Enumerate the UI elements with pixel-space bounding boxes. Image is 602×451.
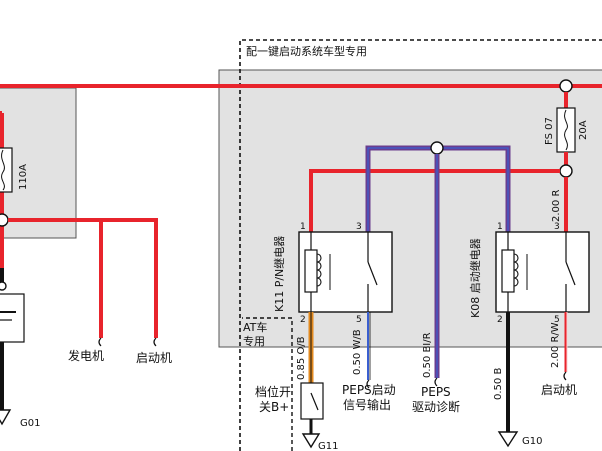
generator-label: 发电机 [68,348,104,363]
bus-splice [559,79,573,93]
section-title: 配一键启动系统车型专用 [246,44,367,58]
k08-coil-winding [513,253,519,287]
wire-to-starter-left [101,218,158,338]
peps-diag-terminal [434,377,438,387]
battery-terminal [0,281,7,291]
ground-g10-icon [497,431,519,448]
wire-label-2-00-rw: 2.00 R/W [550,322,561,368]
starter-right-label: 启动机 [541,383,577,397]
battery-box [0,293,25,343]
fuse-fs07-name: FS 07 [544,117,555,145]
relay-k11-pin3: 3 [356,222,362,232]
ground-g10-label: G10 [522,436,542,447]
relay-k08-name: K08 启动继电器 [469,238,482,318]
wire-label-0-85-ob: 0.85 O/B [296,336,307,380]
at-only-label-2: 专用 [243,334,265,348]
gear-switch-label-2: 关B+ [259,400,289,414]
fuse-110a-rating: 110A [18,164,29,190]
fuse-110a-element [1,149,5,191]
wire-label-0-50-bir: 0.50 BI/R [422,332,433,378]
wire-label-2-00-r: 2.00 R [551,190,562,222]
ground-g01-label: G01 [20,418,40,429]
k11-coil-winding [316,253,322,287]
gear-switch-label-1: 档位开 [255,384,291,399]
gear-switch [300,382,324,420]
section-boundary-dashed [239,39,602,451]
peps-start-label-2: 信号输出 [343,397,391,412]
relay-k11-name: K11 P/N继电器 [273,236,286,312]
wire-label-0-50-wb: 0.50 W/B [352,329,363,375]
ground-g11-label: G11 [318,441,338,451]
ground-g11-icon [301,433,321,449]
peps-diag-label-2: 驱动诊断 [412,399,460,414]
relay-k08-pin5: 5 [554,315,560,325]
relay-k11-pin2: 2 [300,315,306,325]
peps-start-label-1: PEPS启动 [342,383,396,397]
relay-k08-pin2: 2 [497,315,503,325]
fuse-fs07-rating: 20A [578,120,589,140]
peps-diag-label-1: PEPS [421,385,451,399]
relay-k11 [298,231,393,313]
left-splice [0,213,9,227]
relay-k11-pin5: 5 [356,315,362,325]
k11-coil-box [304,249,318,293]
generator-terminal [98,337,102,347]
at-only-label-1: AT车 [243,320,267,334]
starter-left-terminal [153,337,157,347]
left-fuse-box [0,87,77,239]
wire-label-0-50-b: 0.50 B [493,368,504,400]
ground-g01-icon [0,409,12,426]
relay-k08-pin1: 1 [497,222,503,232]
starter-left-label: 启动机 [136,351,172,365]
relay-k08-pin3: 3 [554,222,560,232]
purple-splice [430,141,444,155]
gear-switch-blade [310,392,319,411]
peps-start-terminal [366,379,370,389]
fs07-splice [559,164,573,178]
k08-switch-blade [565,261,576,286]
k11-switch-blade [367,261,378,286]
wire-fs07-to-k11-pin1 [309,169,560,232]
at-only-boundary [242,317,293,451]
starter-right-terminal [563,371,567,381]
relay-k11-pin1: 1 [300,222,306,232]
k08-coil-box [501,249,515,293]
fuse-fs07-element [564,109,568,151]
